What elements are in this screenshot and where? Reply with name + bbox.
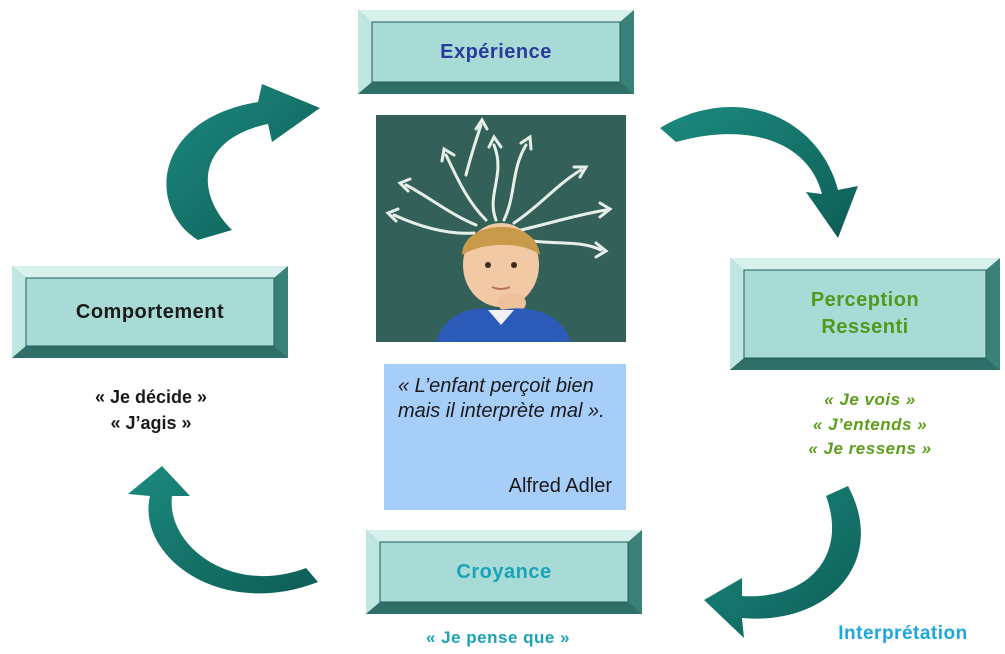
quote-author: Alfred Adler <box>508 475 612 497</box>
arrow-experience-to-perception <box>660 106 858 238</box>
box-experience-bevel <box>358 10 634 94</box>
quote-text: « L’enfant perçoit bien mais il interprè… <box>398 375 605 422</box>
chalk-arrows <box>385 117 613 259</box>
box-croyance-bevel <box>366 530 642 614</box>
caption-croyance: « Je pense que » <box>378 626 618 651</box>
quote-box: « L’enfant perçoit bien mais il interprè… <box>384 364 626 510</box>
thinking-child-photo <box>376 115 626 342</box>
caption-interpretation-label: Interprétation <box>838 623 968 644</box>
caption-interpretation: Interprétation <box>806 620 1000 648</box>
caption-perception-line2: « J’entends » <box>812 414 928 434</box>
box-comportement: Comportement <box>12 266 288 358</box>
caption-comportement-line2: « J’agis » <box>110 413 192 434</box>
box-experience: Expérience <box>358 10 634 94</box>
box-croyance-label: Croyance <box>456 560 552 583</box>
arrow-perception-to-croyance <box>704 486 861 638</box>
box-perception-label: Perception Ressenti <box>730 258 1000 370</box>
arrow-croyance-to-comportement <box>128 466 318 594</box>
box-perception: Perception Ressenti <box>730 258 1000 370</box>
box-croyance: Croyance <box>366 530 642 614</box>
box-comportement-bevel <box>12 266 288 358</box>
caption-perception-line3: « Je ressens » <box>808 439 932 459</box>
box-perception-bevel <box>730 258 1000 370</box>
caption-comportement-line1: « Je décide » <box>94 387 208 407</box>
box-perception-line2: Ressenti <box>821 316 909 338</box>
box-experience-label: Expérience <box>440 40 552 63</box>
caption-perception-line1: « Je vois » <box>824 390 916 409</box>
thinking-child-illustration <box>376 115 626 342</box>
box-perception-line1: Perception <box>810 289 920 311</box>
caption-perception: « Je vois » « J’entends » « Je ressens » <box>770 388 970 462</box>
caption-comportement: « Je décide » « J’agis » <box>40 384 262 436</box>
box-comportement-label: Comportement <box>75 300 225 323</box>
caption-croyance-line1: « Je pense que » <box>425 628 571 647</box>
arrow-comportement-to-experience <box>166 84 320 240</box>
